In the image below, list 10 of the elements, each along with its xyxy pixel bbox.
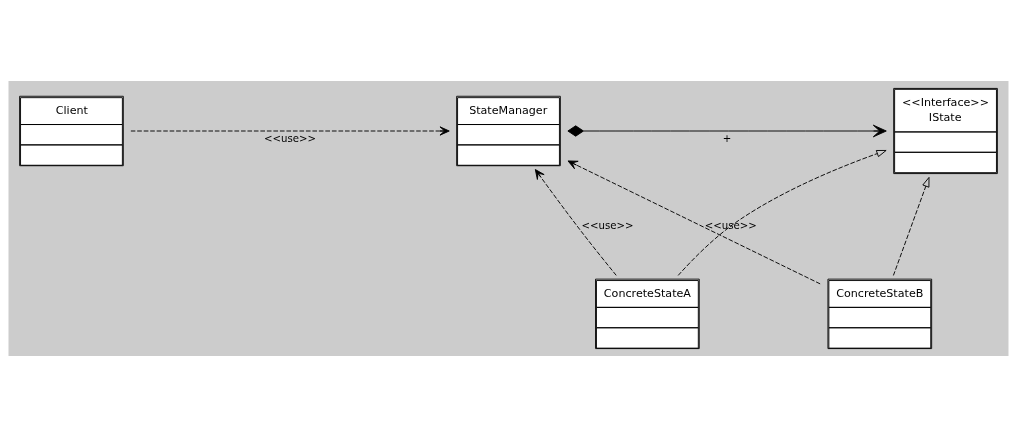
arrow [567,159,821,284]
edge-label: <<use>> [263,132,317,144]
arrow [677,149,887,276]
arrow [892,176,930,276]
arrow [567,124,887,137]
edge-label: <<use>> [581,219,634,231]
arrow [130,125,450,136]
arrow [534,168,617,276]
edge-label: + [722,132,732,144]
edge-label: <<use>> [704,219,757,231]
